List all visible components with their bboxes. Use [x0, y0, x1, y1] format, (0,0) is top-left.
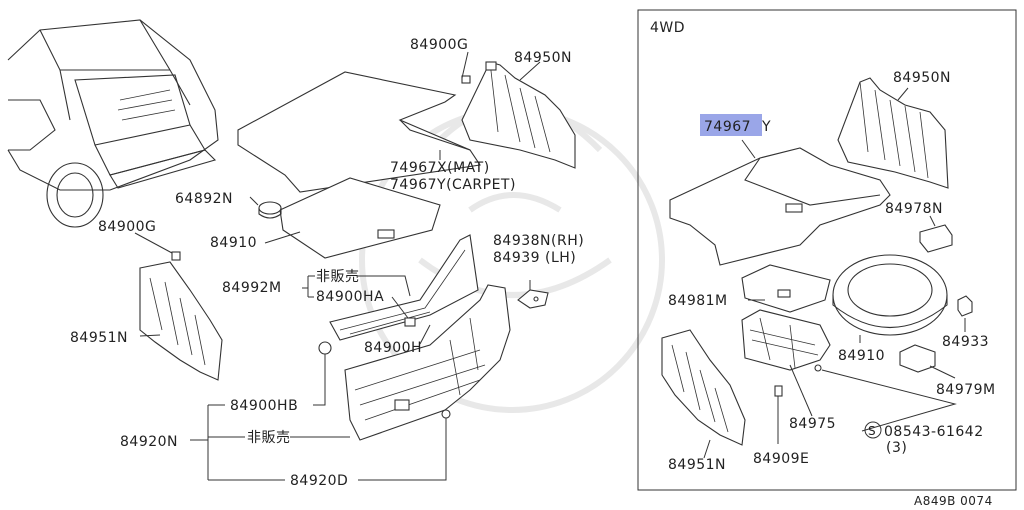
- label-84933: 84933: [942, 334, 989, 350]
- labels: 84900G 84950N 74967X(MAT) 74967Y(CARPET)…: [70, 20, 996, 508]
- side-trim-84950N-right: [837, 77, 949, 189]
- screw-symbol-circle: [864, 421, 882, 439]
- label-64892N: 64892N: [175, 191, 233, 207]
- floor-board-84910: [279, 177, 441, 259]
- leader-lines-right: [703, 87, 966, 459]
- spare-tray-84975: [741, 309, 831, 397]
- label-84920D: 84920D: [290, 473, 348, 489]
- label-84979M: 84979M: [936, 382, 996, 398]
- label-08543-61642: 08543-61642: [884, 424, 984, 440]
- label-84910-left: 84910: [210, 235, 257, 251]
- mat-carpet-shape: [237, 71, 481, 193]
- label-74967Y-4wd-suffix: Y: [761, 119, 771, 135]
- label-84900HB: 84900HB: [230, 398, 298, 414]
- label-screw-symbol: S: [868, 424, 876, 438]
- side-trim-84951N-right: [661, 329, 746, 446]
- label-84975: 84975: [789, 416, 836, 432]
- label-84909E: 84909E: [753, 451, 809, 467]
- label-84920N: 84920N: [120, 434, 178, 450]
- highlight-74967Y: [700, 114, 762, 136]
- label-74967Y: 74967Y(CARPET): [390, 177, 516, 193]
- label-84900G-top: 84900G: [410, 37, 468, 53]
- label-08543-qty: (3): [886, 440, 907, 456]
- vehicle-rear-illustration: [7, 19, 219, 228]
- label-84981M: 84981M: [668, 293, 728, 309]
- label-not-for-sale-1: 非販売: [316, 269, 360, 285]
- label-84938N: 84938N(RH): [493, 233, 584, 249]
- label-84939: 84939 (LH): [493, 250, 576, 266]
- panel-4wd-border: [637, 9, 1017, 491]
- clip-84933: [957, 295, 973, 317]
- leader-lines-left: [134, 51, 541, 481]
- label-84951N-right: 84951N: [668, 457, 726, 473]
- bracket-84938N: [517, 289, 549, 309]
- carpet-74967Y-4wd: [669, 147, 891, 266]
- sill-plate-84992M: [329, 234, 479, 341]
- label-84900G-left: 84900G: [98, 219, 156, 235]
- side-trim-84951N-left: [139, 251, 223, 381]
- side-trim-84950N-left: [461, 61, 576, 169]
- panel-4wd-title: 4WD: [650, 20, 685, 36]
- label-84951N-left: 84951N: [70, 330, 128, 346]
- label-84900HA: 84900HA: [316, 289, 384, 305]
- label-84950N-right: 84950N: [893, 70, 951, 86]
- box-84979M: [899, 344, 936, 373]
- plug-64892N: [258, 201, 282, 219]
- tray-84981M: [741, 264, 831, 313]
- label-84950N-left: 84950N: [514, 50, 572, 66]
- label-84978N: 84978N: [885, 201, 943, 217]
- label-74967Y-4wd-highlighted: 74967: [704, 119, 751, 135]
- label-84992M: 84992M: [222, 280, 282, 296]
- label-84900H: 84900H: [364, 340, 422, 356]
- label-74967X: 74967X(MAT): [390, 160, 490, 176]
- cover-84978N: [919, 224, 953, 253]
- label-not-for-sale-2: 非販売: [247, 430, 291, 446]
- reference-code: A849B 0074: [914, 494, 993, 508]
- label-84910-right: 84910: [838, 348, 885, 364]
- tire-84910-right: [832, 254, 948, 336]
